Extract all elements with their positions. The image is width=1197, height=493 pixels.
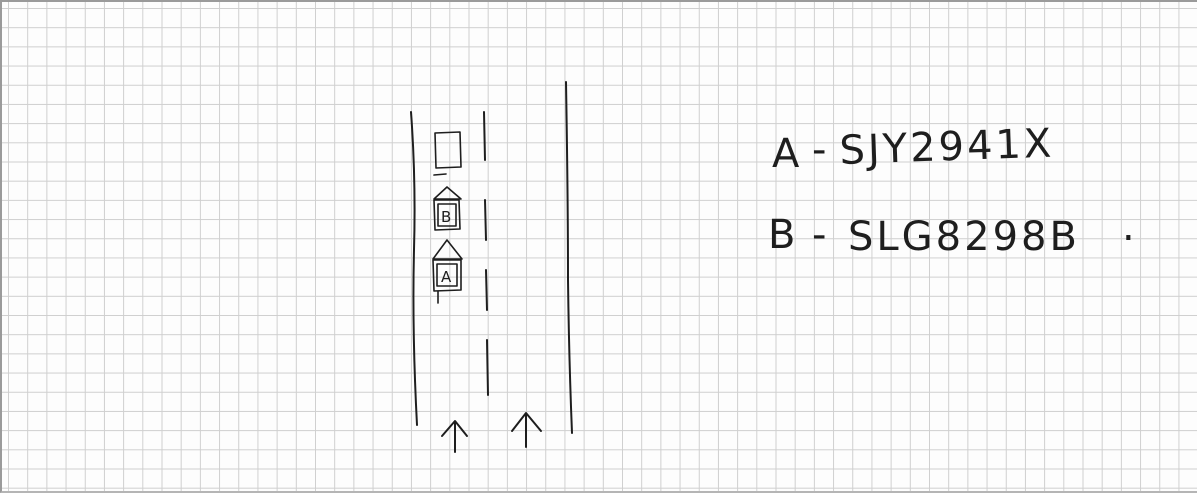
legend-separator-a: - [812,127,829,173]
front-vehicle [434,132,461,175]
vehicle-b: B [434,187,461,230]
legend-entry-a: A - SJY2941X [772,121,1055,177]
road-left-edge [411,112,417,425]
legend-separator-b: - [812,212,829,258]
front-vehicle-body [435,132,461,168]
legend-key-b: B [768,212,798,258]
vehicle-a-front-chevron [433,240,462,259]
legend-key-a: A [772,131,802,177]
legend-trailing-mark: . [1122,204,1138,250]
vehicle-b-label: B [441,208,451,226]
vehicle-a: A [433,240,462,303]
legend-plate-a: SJY2941X [839,121,1055,174]
traffic-direction-arrow-icon [512,413,541,447]
lane-divider-dashed [484,112,488,395]
legend-entry-b: B - SLG8298B . [768,204,1138,260]
vehicle-b-front-chevron [434,187,461,199]
vehicle-a-label: A [441,268,452,286]
traffic-direction-arrow-icon [442,421,467,452]
road-right-edge [566,82,572,433]
legend: A - SJY2941X B - SLG8298B . [768,121,1138,260]
legend-plate-b: SLG8298B [848,214,1080,260]
